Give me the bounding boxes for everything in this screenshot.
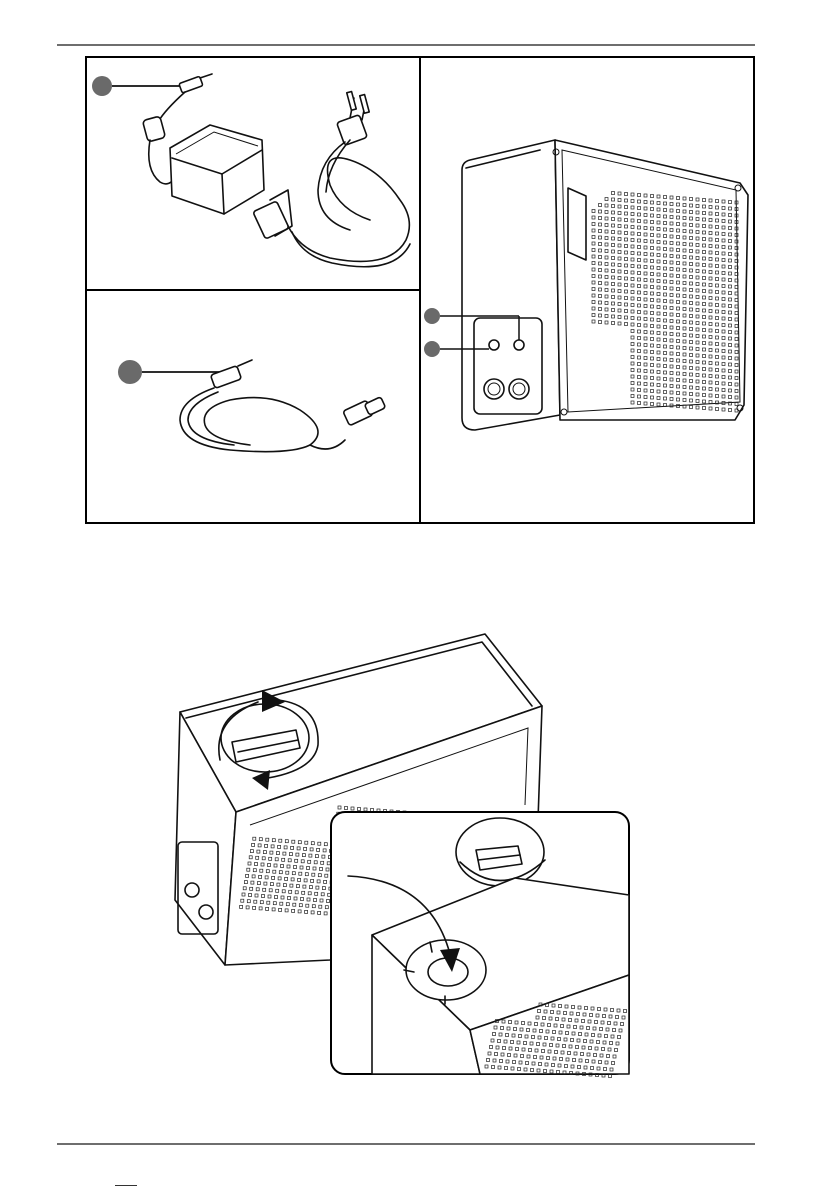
power-adapter-drawing (92, 74, 410, 267)
footer-mark (115, 1185, 137, 1186)
callout-marker-cable (118, 360, 142, 384)
inset-detail-drawing (331, 812, 629, 1074)
device-rear-drawing (424, 140, 748, 430)
footer-rule (57, 1143, 755, 1145)
callout-marker-adapter (92, 76, 112, 96)
callout-marker-port-bottom (424, 341, 440, 357)
dc-cable-drawing (118, 360, 386, 452)
callout-marker-port-top (424, 308, 440, 324)
